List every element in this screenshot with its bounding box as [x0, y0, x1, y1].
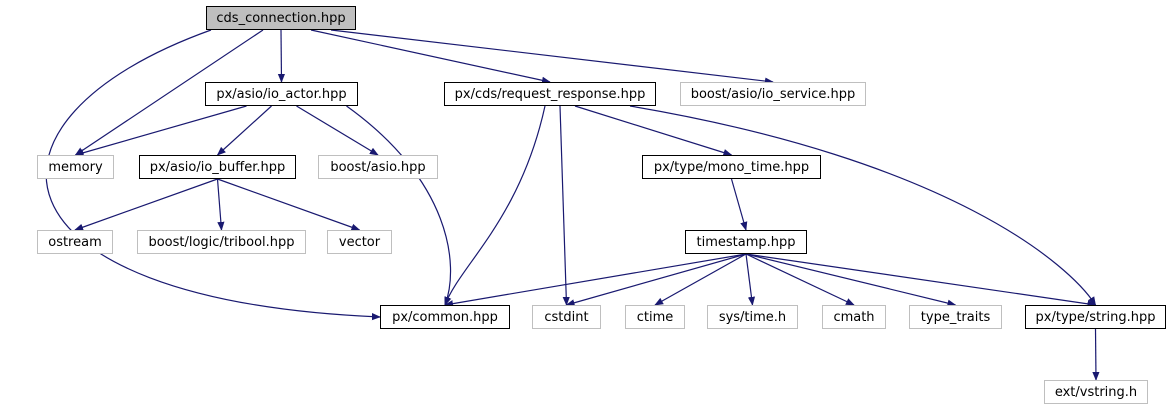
node-cmath: cmath: [822, 305, 886, 329]
node-ostream: ostream: [37, 230, 113, 254]
edge-root-to-request_response: [310, 29, 551, 84]
node-tribool: boost/logic/tribool.hpp: [137, 230, 306, 254]
node-io-service: boost/asio/io_service.hpp: [680, 82, 866, 106]
edge-root-to-io_service: [330, 29, 774, 85]
node-vstring: ext/vstring.h: [1044, 380, 1148, 404]
node-boost-asio: boost/asio.hpp: [318, 155, 438, 179]
edge-request_response-to-common: [444, 105, 546, 306]
node-vector: vector: [327, 230, 392, 254]
edge-timestamp-to-type_traits: [745, 253, 957, 307]
edge-root-to-common: [45, 29, 381, 321]
edge-request_response-to-mono_time: [574, 105, 733, 157]
edge-request_response-to-cstdint: [559, 105, 570, 306]
edge-mono_time-to-timestamp: [730, 178, 748, 231]
edge-io_buffer-to-tribool: [216, 178, 225, 231]
edge-io_buffer-to-ostream: [74, 178, 218, 231]
node-timestamp[interactable]: timestamp.hpp: [685, 230, 807, 254]
edge-root-to-memory: [74, 29, 264, 156]
edge-timestamp-to-systime: [745, 253, 756, 306]
node-ctime: ctime: [625, 305, 685, 329]
edge-string-to-vstring: [1092, 328, 1100, 381]
edge-timestamp-to-cstdint: [565, 253, 747, 307]
node-cstdint: cstdint: [532, 305, 601, 329]
edge-timestamp-to-ctime: [654, 253, 747, 306]
edge-timestamp-to-common: [444, 253, 747, 308]
node-io-buffer[interactable]: px/asio/io_buffer.hpp: [139, 155, 296, 179]
node-request-response[interactable]: px/cds/request_response.hpp: [444, 82, 656, 106]
edge-io_actor-to-common: [346, 105, 452, 306]
edge-io_buffer-to-vector: [217, 178, 361, 231]
edge-timestamp-to-cmath: [745, 253, 855, 306]
edge-io_actor-to-memory: [74, 105, 247, 157]
node-io-actor[interactable]: px/asio/io_actor.hpp: [205, 82, 358, 106]
edge-request_response-to-string: [629, 105, 1097, 306]
edge-io_actor-to-boost_asio: [296, 105, 379, 156]
node-memory: memory: [37, 155, 114, 179]
edge-io_actor-to-io_buffer: [216, 105, 272, 156]
node-common[interactable]: px/common.hpp: [380, 305, 510, 329]
node-string[interactable]: px/type/string.hpp: [1025, 305, 1166, 329]
edge-timestamp-to-string: [745, 253, 1097, 308]
node-cds-connection: cds_connection.hpp: [206, 6, 356, 30]
node-type-traits: type_traits: [909, 305, 1002, 329]
edge-root-to-io_actor: [277, 29, 286, 83]
node-mono-time[interactable]: px/type/mono_time.hpp: [642, 155, 821, 179]
node-systime: sys/time.h: [707, 305, 798, 329]
